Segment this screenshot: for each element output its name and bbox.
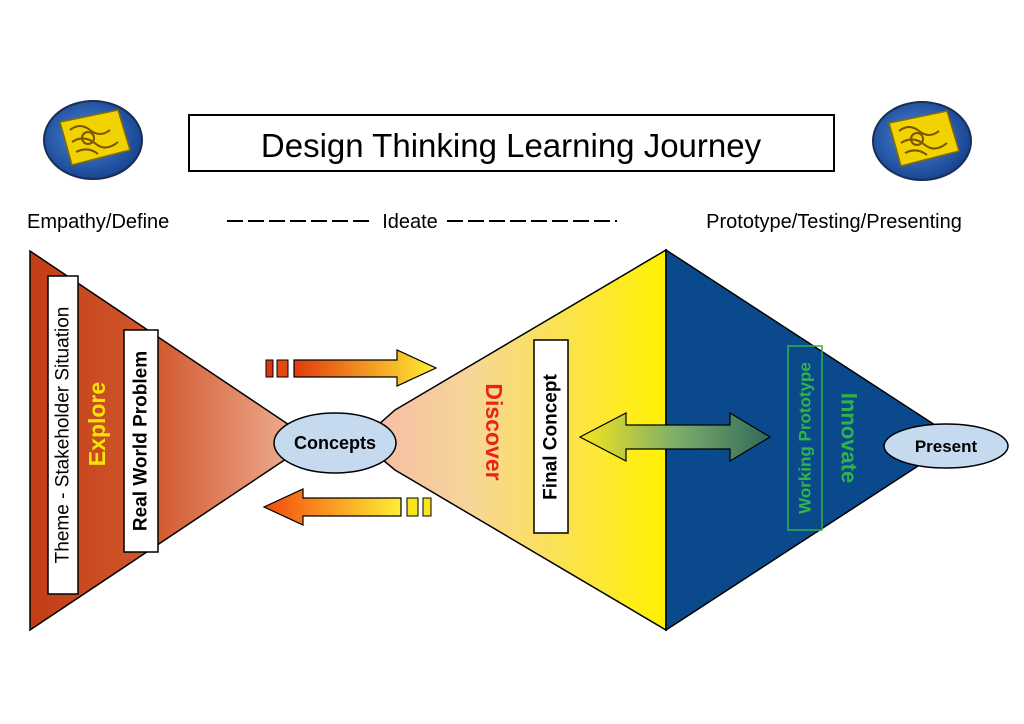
- right-logo-icon: [872, 101, 972, 181]
- theme-label: Theme - Stakeholder Situation: [53, 307, 74, 564]
- final-concept-label: Final Concept: [541, 374, 562, 500]
- present-node: Present: [883, 423, 1009, 469]
- explore-triangle: [29, 249, 315, 632]
- right-arrow-icon: [265, 349, 438, 387]
- present-label: Present: [915, 437, 978, 456]
- discover-label: Discover: [481, 383, 507, 480]
- double-headed-arrow-icon: [578, 411, 772, 463]
- concepts-label: Concepts: [294, 433, 376, 453]
- stage-label-ideate: Ideate: [382, 211, 438, 233]
- concepts-node: Concepts: [273, 412, 397, 474]
- title-box: Design Thinking Learning Journey: [188, 114, 835, 172]
- left-arrow-icon: [262, 488, 432, 526]
- page-title: Design Thinking Learning Journey: [261, 127, 762, 164]
- working-prototype-label: Working Prototype: [796, 362, 815, 514]
- final-concept-box: Final Concept: [533, 339, 569, 534]
- theme-box: Theme - Stakeholder Situation: [47, 275, 79, 595]
- left-logo-icon: [43, 100, 143, 180]
- real-world-problem-label: Real World Problem: [131, 351, 152, 531]
- real-world-problem-box: Real World Problem: [123, 329, 159, 553]
- innovate-label: Innovate: [837, 393, 862, 483]
- working-prototype-box: Working Prototype: [787, 345, 823, 531]
- stage-label-prototype: Prototype/Testing/Presenting: [706, 211, 962, 233]
- explore-label: Explore: [84, 382, 110, 466]
- stage-label-empathy: Empathy/Define: [27, 211, 169, 233]
